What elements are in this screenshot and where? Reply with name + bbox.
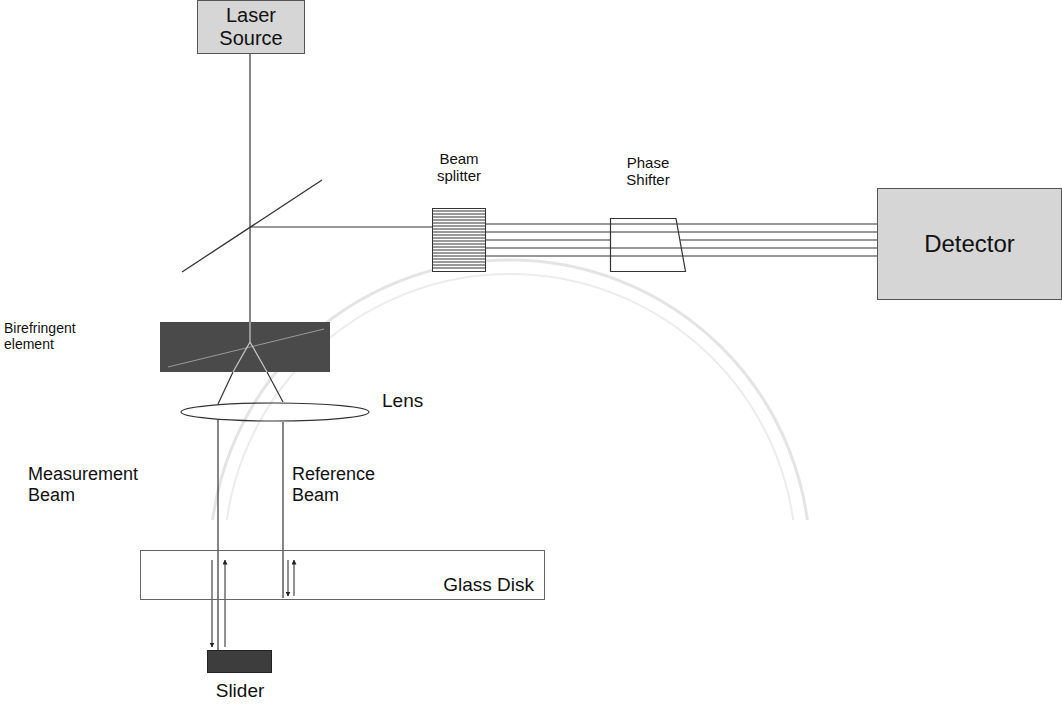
splitter-stripe: [433, 229, 485, 230]
lens: Lens: [180, 402, 370, 422]
node-label: Beam splitter: [419, 150, 499, 185]
light-beam: [680, 239, 877, 240]
splitter-stripe: [433, 220, 485, 221]
crystal-body: [160, 322, 330, 372]
watermark-ring: [224, 274, 796, 520]
splitter-stripe: [433, 241, 485, 242]
node-label: Birefringent element: [4, 320, 104, 352]
mirror: [182, 180, 322, 272]
splitter-stripe: [433, 265, 485, 266]
lens-shape: [180, 402, 370, 422]
splitter-stripe: [433, 211, 485, 212]
beam-splitter-shape: [432, 208, 486, 272]
splitter-stripe: [433, 232, 485, 233]
splitter-stripe: [433, 247, 485, 248]
reflected-arrow: [225, 560, 226, 647]
node-label: Phase Shifter: [608, 154, 688, 189]
split-beam: [486, 255, 877, 256]
laser-source-box: Laser Source: [197, 0, 305, 54]
light-beam: [217, 419, 218, 650]
birefringent-element-shape: [160, 322, 330, 372]
beam-splitter: Beam splitter: [432, 208, 486, 272]
splitter-stripe: [433, 238, 485, 239]
node-label: Laser Source: [202, 4, 300, 50]
watermark-seal: [210, 260, 810, 520]
split-beam: [486, 223, 877, 224]
splitter-stripe: [433, 268, 485, 269]
measurement-beam-ray: [218, 372, 233, 404]
phase-shifter: Phase Shifter: [610, 218, 686, 272]
splitter-stripe: [433, 250, 485, 251]
node-label: Detector: [924, 230, 1015, 258]
lens-outline: [181, 403, 369, 421]
splitter-stripe: [433, 262, 485, 263]
light-beam: [249, 54, 250, 322]
reflected-arrow: [294, 560, 295, 596]
node-label: Glass Disk: [443, 574, 534, 596]
splitter-stripe: [433, 256, 485, 257]
reference-beam-ray: [282, 422, 283, 598]
split-rays: [233, 322, 267, 372]
incident-arrow: [288, 560, 289, 596]
splitter-stripe: [433, 217, 485, 218]
splitter-stripe: [433, 244, 485, 245]
splitter-stripe: [433, 235, 485, 236]
beam-label-holder: Reference Beam: [292, 464, 384, 505]
split-beam: [486, 231, 877, 232]
phase-shifter-body: [611, 219, 686, 272]
splitter-body: [433, 209, 486, 272]
incident-arrow: [212, 560, 213, 647]
beam-label-holder: Measurement Beam: [28, 464, 178, 505]
splitter-stripe: [433, 259, 485, 260]
splitter-stripe: [433, 253, 485, 254]
beam-label: Measurement Beam: [28, 464, 178, 505]
node-label: Slider: [200, 680, 280, 702]
birefringent-element: Birefringent element: [160, 322, 330, 372]
phase-shifter-shape: [610, 218, 686, 272]
reference-beam-ray: [267, 372, 283, 402]
watermark-ring: [210, 260, 810, 520]
splitter-stripe: [433, 223, 485, 224]
reflected-beam: [250, 226, 432, 227]
slider: Slider: [207, 650, 272, 673]
node-label: Lens: [382, 390, 442, 412]
light-beam: [486, 239, 610, 240]
splitter-stripe: [433, 226, 485, 227]
detector-box: Detector: [877, 188, 1062, 300]
beam-label: Reference Beam: [292, 464, 384, 505]
splitter-stripe: [433, 214, 485, 215]
glass-disk: Glass Disk: [140, 550, 545, 600]
